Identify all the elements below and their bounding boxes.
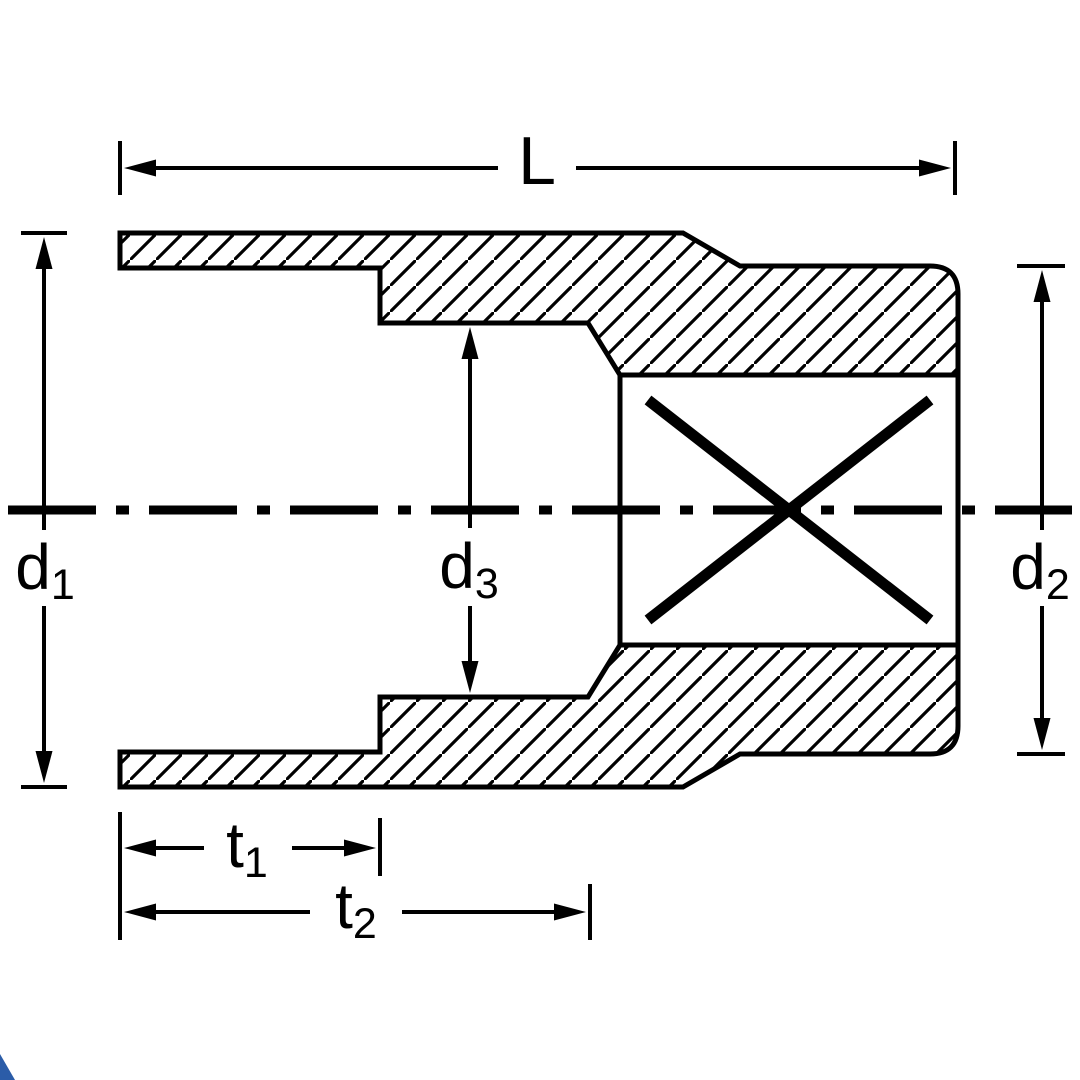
label-main: d [15, 531, 51, 603]
dimension-d1 [21, 231, 67, 789]
arrowhead-left [124, 159, 156, 177]
arrowhead-down [1033, 718, 1051, 750]
label-main: d [1010, 531, 1046, 603]
dimension-t2 [124, 884, 592, 940]
arrowhead-down [35, 751, 53, 783]
arrowhead-right [919, 159, 951, 177]
arrowhead-right [554, 903, 586, 921]
dimension-d3 [461, 327, 479, 693]
arrowhead-up [1033, 270, 1051, 302]
socket-upper-wall-section [117, 230, 961, 378]
label-subscript: 2 [352, 900, 377, 948]
label-main: L [518, 123, 556, 199]
dimension-label-L: L [518, 127, 556, 195]
socket-lower-wall-section [117, 642, 961, 790]
arrowhead-down [461, 661, 479, 693]
arrowhead-left [124, 839, 156, 857]
label-subscript: 3 [474, 560, 499, 608]
corner-brand-mark [0, 1054, 15, 1080]
label-subscript: 2 [1045, 561, 1070, 609]
label-subscript: 1 [243, 839, 268, 887]
label-subscript: 1 [50, 561, 75, 609]
arrowhead-up [461, 327, 479, 359]
label-main: d [439, 530, 475, 602]
arrowhead-left [124, 903, 156, 921]
dimension-d2 [1017, 264, 1065, 756]
socket-body [117, 230, 961, 790]
dimension-t1 [118, 812, 382, 940]
label-main: t [335, 870, 353, 942]
dimension-L [118, 141, 957, 195]
arrowhead-right [344, 839, 376, 857]
label-main: t [226, 809, 244, 881]
arrowhead-up [35, 237, 53, 269]
